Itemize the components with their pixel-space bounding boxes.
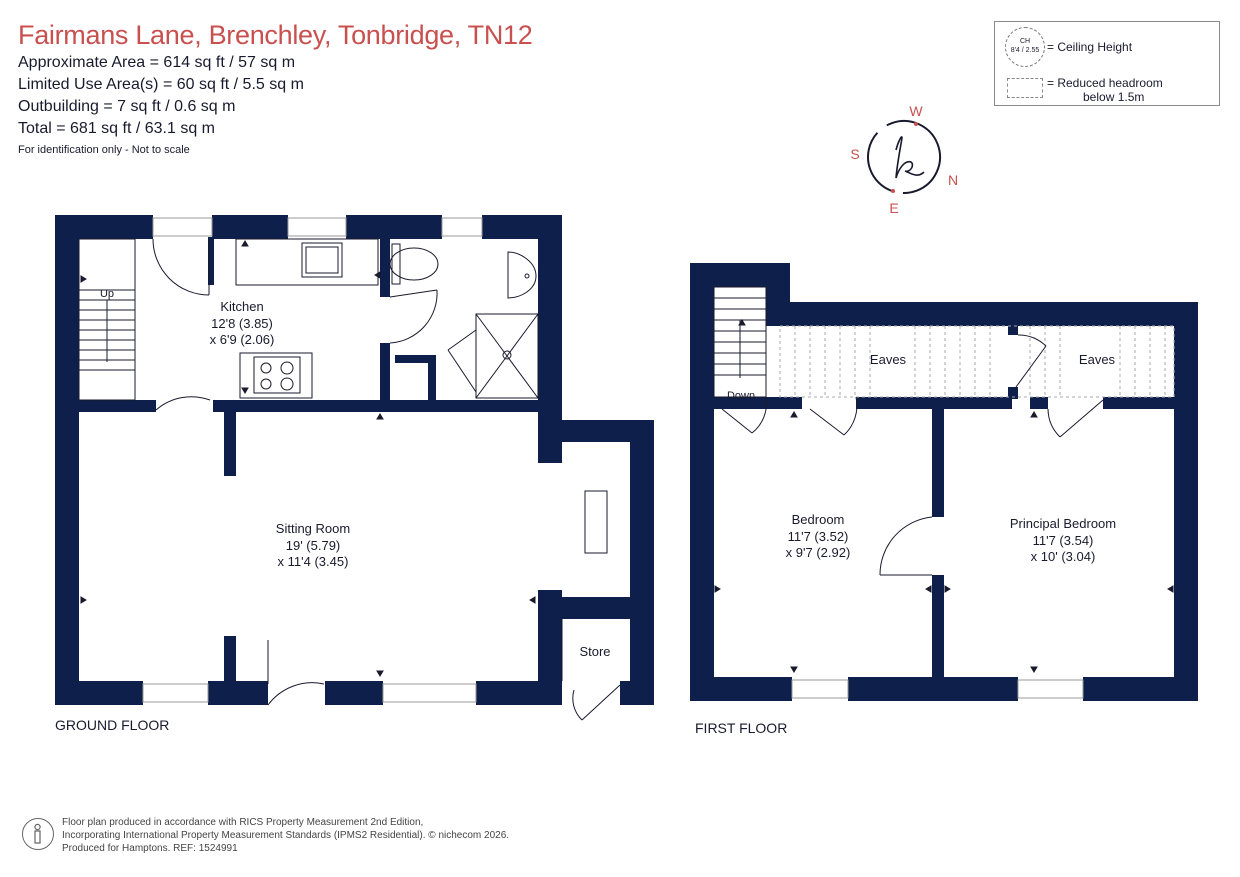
limited-use-area: Limited Use Area(s) = 60 sq ft / 5.5 sq …: [18, 76, 304, 93]
ceiling-height-label: = Ceiling Height: [1047, 40, 1133, 54]
reduced-headroom-label: = Reduced headroom: [1047, 76, 1163, 90]
eaves-left-label: Eaves: [870, 352, 907, 367]
compass-north-label: N: [948, 172, 958, 188]
compass-east-label: E: [889, 200, 898, 216]
bedroom-dim1: 11'7 (3.52): [788, 529, 849, 544]
ceiling-height-abbr: CH: [1019, 38, 1031, 45]
bedroom-name: Bedroom: [792, 512, 845, 527]
identification-note: For identification only - Not to scale: [18, 144, 190, 156]
ground-floor-plan: [55, 215, 654, 705]
plan-legend: CH 8'4 / 2.55 = Ceiling Height = Reduced…: [994, 21, 1220, 106]
ceiling-height-icon: CH 8'4 / 2.55: [1005, 27, 1045, 67]
sitting-room-dim2: x 11'4 (3.45): [278, 554, 349, 569]
eaves-right-label: Eaves: [1079, 352, 1116, 367]
compass-south-label: S: [850, 146, 859, 162]
principal-bedroom-dim1: 11'7 (3.54): [1033, 533, 1094, 548]
first-floor-label: FIRST FLOOR: [695, 720, 788, 736]
sitting-room-name: Sitting Room: [276, 521, 350, 536]
footer-line-1: Floor plan produced in accordance with R…: [62, 817, 424, 828]
stairs-down-label: Down: [727, 390, 755, 402]
reduced-headroom-label-2: below 1.5m: [1083, 90, 1145, 104]
ceiling-height-sample: 8'4 / 2.55: [1010, 47, 1040, 54]
property-address-title: Fairmans Lane, Brenchley, Tonbridge, TN1…: [18, 20, 533, 50]
approximate-area: Approximate Area = 614 sq ft / 57 sq m: [18, 54, 296, 71]
compass-west-label: W: [909, 103, 923, 119]
info-person-icon: [22, 818, 54, 850]
bedroom-dim2: x 9'7 (2.92): [786, 545, 851, 560]
kitchen-dim2: x 6'9 (2.06): [210, 332, 275, 347]
kitchen-dim1: 12'8 (3.85): [211, 316, 273, 331]
compass-icon: W S N E: [850, 103, 958, 216]
sitting-room-dim1: 19' (5.79): [286, 538, 341, 553]
footer-line-2: Incorporating International Property Mea…: [62, 830, 510, 841]
principal-bedroom-name: Principal Bedroom: [1010, 516, 1116, 531]
stairs-up-label: Up: [100, 288, 114, 300]
principal-bedroom-dim2: x 10' (3.04): [1031, 549, 1096, 564]
total-area: Total = 681 sq ft / 63.1 sq m: [18, 120, 215, 137]
footer-line-3: Produced for Hamptons. REF: 1524991: [62, 843, 238, 854]
kitchen-name: Kitchen: [220, 299, 263, 314]
property-header: Fairmans Lane, Brenchley, Tonbridge, TN1…: [18, 18, 533, 156]
ground-floor-label: GROUND FLOOR: [55, 717, 170, 733]
reduced-headroom-icon: [1007, 78, 1043, 98]
first-floor-fixtures: [713, 286, 1175, 699]
store-name: Store: [579, 644, 610, 659]
outbuilding-area: Outbuilding = 7 sq ft / 0.6 sq m: [18, 98, 236, 115]
ground-floor-fixtures: [78, 217, 621, 721]
first-floor-plan: [690, 263, 1198, 701]
